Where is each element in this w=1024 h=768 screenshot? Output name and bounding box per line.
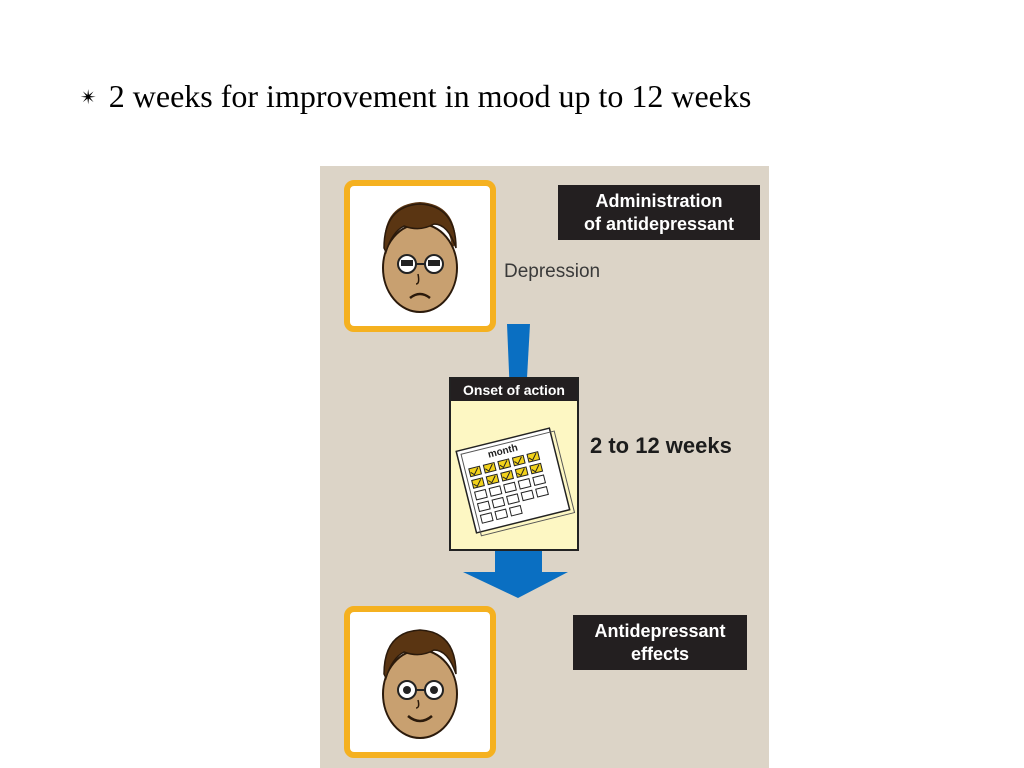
- duration-label: 2 to 12 weeks: [590, 433, 732, 458]
- administration-line1: Administration: [595, 190, 723, 211]
- antidepressant-timeline-panel: Administration of antidepressant Depress…: [320, 166, 769, 768]
- bullet-star-icon: ✴: [80, 87, 97, 109]
- effects-label: Antidepressant effects: [573, 615, 747, 670]
- arrow-lower-head: [463, 546, 568, 598]
- depressed-face-frame: [344, 180, 496, 332]
- calendar-icon: month: [455, 427, 576, 537]
- effects-line2: effects: [630, 643, 690, 664]
- onset-header: Onset of action: [451, 379, 577, 401]
- depression-label: Depression: [504, 261, 601, 282]
- administration-line2: of antidepressant: [583, 213, 735, 234]
- happy-face-icon: [382, 629, 458, 739]
- effects-line1: Antidepressant: [594, 620, 726, 641]
- bullet-text: 2 weeks for improvement in mood up to 12…: [108, 78, 752, 114]
- improved-face-frame: [344, 606, 496, 758]
- sad-face-icon: [382, 202, 458, 313]
- onset-of-action-card: Onset of action month: [449, 377, 579, 551]
- administration-label: Administration of antidepressant: [558, 185, 760, 240]
- bullet-point: ✴ 2 weeks for improvement in mood up to 1…: [80, 76, 751, 121]
